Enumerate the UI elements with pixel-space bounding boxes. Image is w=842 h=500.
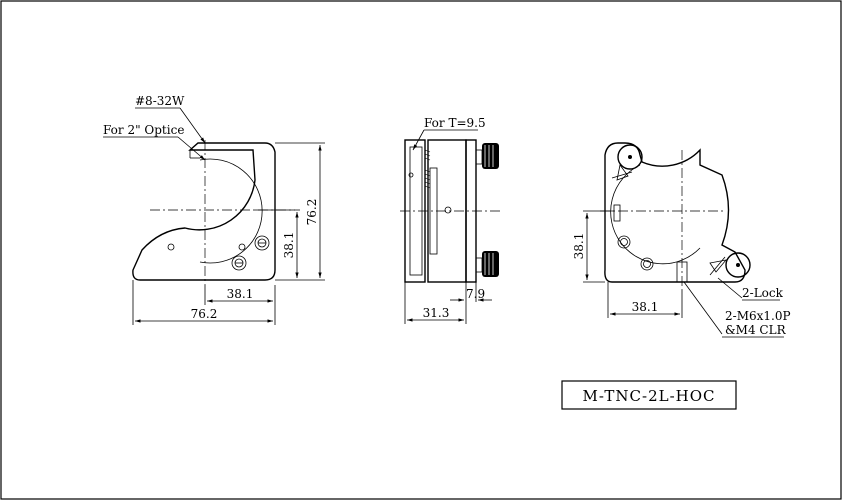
front-thread-label: #8-32W [135, 94, 185, 108]
side-view: For T=9.5 31.3 7.9 [400, 116, 500, 324]
back-screw-icon [640, 257, 654, 271]
back-dim-height: 38.1 [572, 233, 586, 260]
back-mount-body [604, 142, 746, 283]
front-mount-body [132, 142, 276, 281]
front-dim-center-width: 38.1 [227, 287, 254, 301]
front-dim-center-height: 38.1 [282, 232, 296, 259]
side-dim-depth: 31.3 [423, 306, 450, 320]
lock-knob-icon [611, 144, 643, 181]
front-screw-icon [231, 255, 247, 271]
side-dim-plate: 7.9 [466, 287, 485, 301]
part-number-box: M-TNC-2L-HOC [561, 380, 737, 410]
front-dim-total-height: 76.2 [305, 199, 319, 226]
back-dim-width: 38.1 [632, 300, 659, 314]
front-dim-total-width: 76.2 [191, 307, 218, 321]
back-mount-label-1: 2-M6x1.0P [725, 309, 791, 323]
side-thickness-label: For T=9.5 [424, 116, 486, 130]
back-mount-label-2: &M4 CLR [725, 323, 787, 337]
back-lock-label: 2-Lock [742, 286, 784, 300]
back-inner-bore [610, 164, 701, 265]
side-adjuster-knob-icon [475, 143, 499, 169]
back-view: 38.1 38.1 2-Lock 2-M6x1.0P &M4 CLR [572, 142, 791, 338]
front-inner-bore [199, 158, 263, 264]
back-screw-icon [617, 235, 631, 249]
part-number: M-TNC-2L-HOC [583, 387, 716, 405]
front-optic-label: For 2" Optice [103, 123, 184, 137]
front-screw-icon [254, 235, 270, 251]
lock-knob-icon [709, 252, 751, 278]
side-adjuster-knob-icon [475, 251, 499, 277]
side-ring-hatch [424, 149, 431, 189]
front-view: #8-32W For 2" Optice 38.1 76.2 38.1 76.2 [103, 94, 325, 325]
